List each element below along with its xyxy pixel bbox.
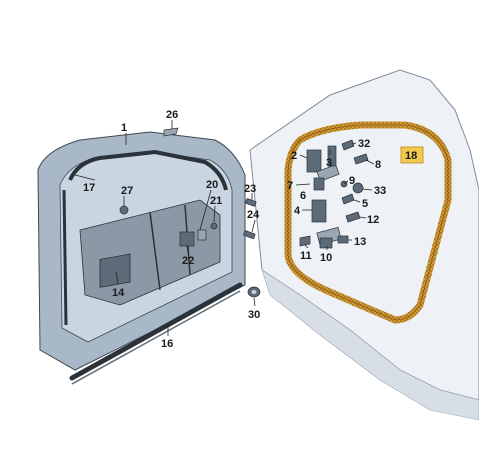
label-33: 33 xyxy=(374,185,386,197)
hinge-lower-plate xyxy=(311,199,327,223)
bolt-8 xyxy=(353,153,369,165)
label-22: 22 xyxy=(182,255,194,267)
hinge-upper-plate xyxy=(306,149,322,173)
door-bottom-seal xyxy=(69,282,243,381)
label-9: 9 xyxy=(349,175,355,187)
door-lock-latch xyxy=(197,229,207,241)
label-27: 27 xyxy=(121,185,133,197)
label-16: 16 xyxy=(161,338,173,350)
door-lock-bracket xyxy=(179,231,195,247)
label-17: 17 xyxy=(83,182,95,194)
label-26: 26 xyxy=(166,109,178,121)
leader-24 xyxy=(251,219,256,233)
label-20: 20 xyxy=(206,179,218,191)
leader-33 xyxy=(362,188,373,191)
label-14: 14 xyxy=(112,287,125,299)
leader-8 xyxy=(365,159,375,165)
bolt-12 xyxy=(345,211,361,223)
door-weatherstrip-side xyxy=(62,189,68,326)
label-10: 10 xyxy=(320,252,332,264)
label-24: 24 xyxy=(247,209,260,221)
bolt-23 xyxy=(245,198,257,207)
leader-20 xyxy=(199,189,212,231)
hinge-upper-pin xyxy=(313,177,325,191)
door-opening-inner-edge xyxy=(287,124,449,321)
grommet-30-hole xyxy=(251,290,257,294)
leader-32 xyxy=(351,142,357,145)
label-11: 11 xyxy=(300,250,312,262)
label-2: 2 xyxy=(291,150,297,162)
leader-30 xyxy=(253,297,256,307)
grommet-plug xyxy=(119,205,129,215)
leader-9 xyxy=(343,180,349,185)
door-bottom-seal-edge xyxy=(71,290,241,385)
leader-12 xyxy=(359,216,367,219)
hinge-upper-arm xyxy=(316,164,340,182)
label-6: 6 xyxy=(300,190,306,202)
speaker-grille xyxy=(99,253,131,288)
bolt-24 xyxy=(243,230,256,239)
label-12: 12 xyxy=(367,214,379,226)
label-3: 3 xyxy=(326,157,332,169)
highlight-box-18 xyxy=(400,146,424,164)
leader-7 xyxy=(295,183,311,186)
leader-11 xyxy=(304,244,309,249)
label-21: 21 xyxy=(210,195,222,207)
label-13: 13 xyxy=(354,236,366,248)
nut-33 xyxy=(352,182,364,194)
label-30: 30 xyxy=(248,309,260,321)
leader-5 xyxy=(353,199,361,203)
label-32: 32 xyxy=(358,138,370,150)
lock-screw xyxy=(210,222,218,230)
bolt-11 xyxy=(299,235,311,247)
hinge-upper-plate-2 xyxy=(327,145,337,167)
leader-2 xyxy=(299,154,308,159)
label-1: 1 xyxy=(121,122,127,134)
leader-21 xyxy=(213,205,216,223)
leader-14 xyxy=(115,271,119,285)
label-23: 23 xyxy=(244,183,256,195)
door-weatherstrip xyxy=(68,149,228,191)
leader-17 xyxy=(74,174,96,181)
bolt-32 xyxy=(341,139,355,151)
leader-22 xyxy=(186,245,189,253)
label-8: 8 xyxy=(375,159,381,171)
car-body-shade xyxy=(261,269,479,421)
trim-clip xyxy=(163,127,179,137)
label-5: 5 xyxy=(362,198,368,210)
hinge-lower-pin xyxy=(319,237,333,249)
label-18: 18 xyxy=(405,150,417,162)
label-4: 4 xyxy=(294,205,301,217)
washer-13 xyxy=(337,235,349,244)
label-7: 7 xyxy=(287,180,293,192)
regulator-rail xyxy=(149,211,161,291)
